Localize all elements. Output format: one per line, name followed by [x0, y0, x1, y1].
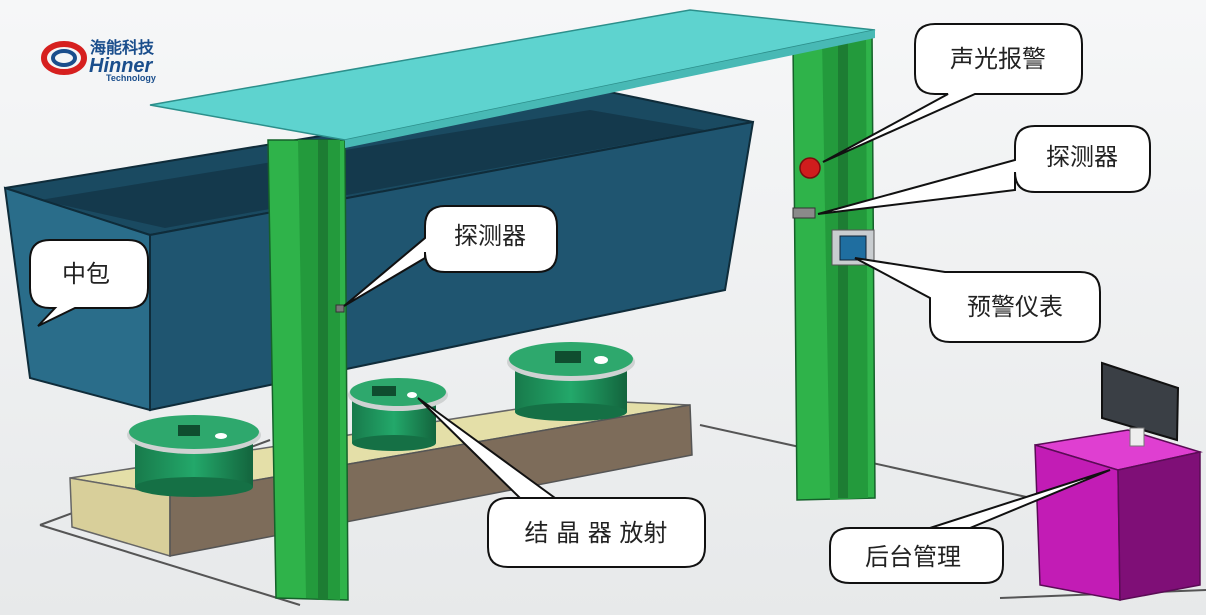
- logo-swirl-icon: [41, 41, 87, 75]
- logo-subtitle: Technology: [106, 73, 156, 83]
- callout-tundish-label: 中包: [62, 260, 110, 288]
- monitor-icon: [1101, 361, 1180, 442]
- mold-left: [127, 415, 261, 497]
- company-logo: 海能科技 Hinner Technology: [41, 38, 156, 83]
- mold-right: [507, 342, 635, 421]
- callout-backend: 后台管理: [829, 469, 1111, 584]
- callout-mold-source-label: 结 晶 器 放射: [525, 519, 668, 547]
- logo-chinese-name: 海能科技: [90, 38, 155, 57]
- callout-detector-right: 探测器: [817, 125, 1151, 215]
- detector-right-icon: [792, 207, 816, 219]
- callout-detector-left: 探测器: [343, 205, 558, 307]
- callout-backend-label: 后台管理: [865, 543, 961, 571]
- gantry-top-plate: [149, 9, 876, 148]
- callout-alarm-label: 声光报警: [950, 45, 1046, 73]
- gantry-left-column: [267, 139, 349, 601]
- callout-instrument-label: 预警仪表: [967, 293, 1063, 321]
- detector-left-icon: [335, 304, 345, 313]
- callout-instrument: 预警仪表: [854, 257, 1101, 343]
- callout-alarm: 声光报警: [822, 23, 1083, 163]
- backend-station: [1034, 361, 1203, 601]
- logo-english-name: Hinner: [89, 55, 154, 77]
- callout-detector-left-label: 探测器: [454, 222, 526, 250]
- alarm-light-icon: [799, 157, 821, 179]
- callout-detector-right-label: 探测器: [1046, 143, 1118, 171]
- callout-tundish: 中包: [29, 239, 149, 327]
- mold-center: [348, 378, 448, 451]
- callout-mold-source: 结 晶 器 放射: [417, 397, 706, 568]
